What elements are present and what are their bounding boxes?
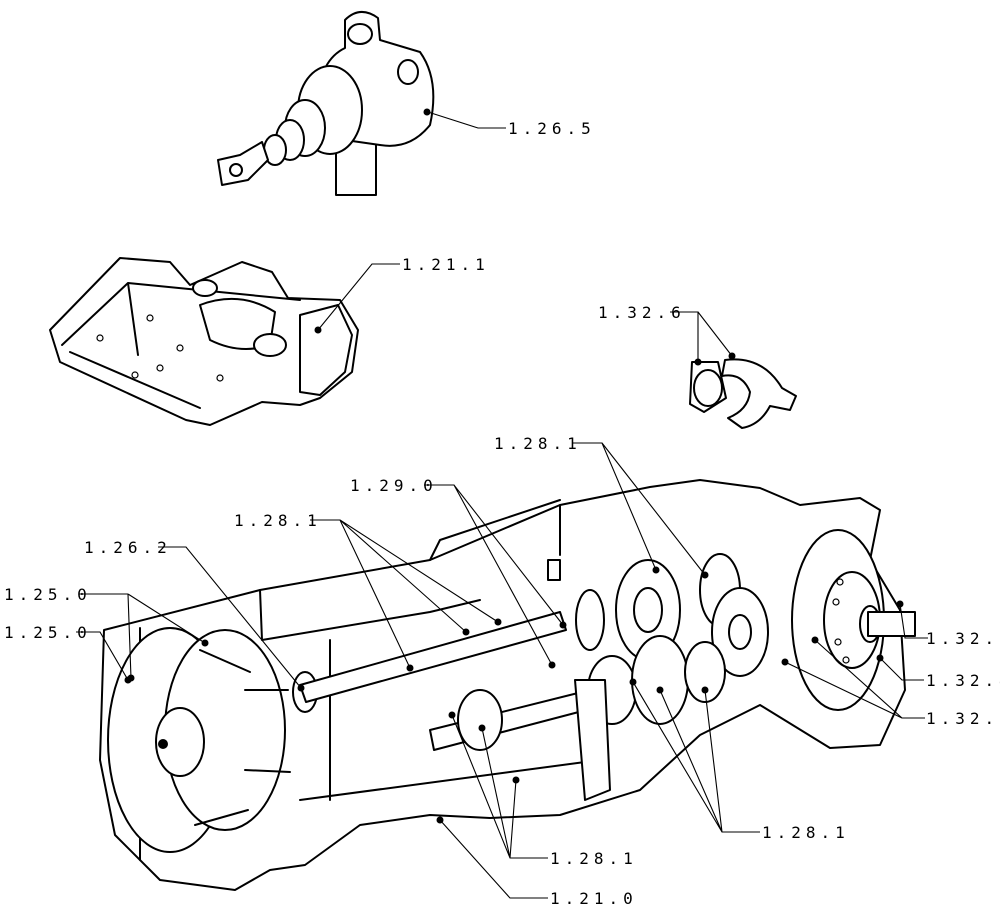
callout-leaders — [76, 108, 928, 899]
callout-labels: 1.26.5 1.21.1 1.32.6 1.28.1 1.29.0 1.28.… — [4, 119, 1000, 908]
lift-control-valve-drawing — [217, 11, 435, 196]
callout-1-21-0: 1.21.0 — [550, 889, 638, 908]
pto-flange-drawing — [791, 529, 916, 711]
callout-1-28-1-lower-middle: 1.28.1 — [550, 849, 638, 868]
callout-1-21-1: 1.21.1 — [402, 255, 490, 274]
callout-1-26-5: 1.26.5 — [508, 119, 596, 138]
callout-1-26-2: 1.26.2 — [84, 538, 172, 557]
callout-1-32-4: 1.32.4 — [926, 671, 1000, 690]
shift-fork-drawing — [689, 358, 797, 429]
callout-1-28-1-upper-left: 1.28.1 — [234, 511, 322, 530]
gearbox-shafts-drawing — [299, 553, 769, 801]
callout-1-25-0-lower: 1.25.0 — [4, 623, 92, 642]
clutch-assembly-drawing — [107, 627, 318, 853]
callout-1-32-1: 1.32.1 — [926, 709, 1000, 728]
callout-1-32-0: 1.32.0 — [926, 629, 1000, 648]
callout-1-28-1-upper-right: 1.28.1 — [494, 434, 582, 453]
lift-cover-drawing — [49, 257, 359, 426]
callout-1-25-0-upper: 1.25.0 — [4, 585, 92, 604]
callout-1-32-6: 1.32.6 — [598, 303, 686, 322]
callout-1-28-1-lower-right: 1.28.1 — [762, 823, 850, 842]
callout-1-29-0: 1.29.0 — [350, 476, 438, 495]
